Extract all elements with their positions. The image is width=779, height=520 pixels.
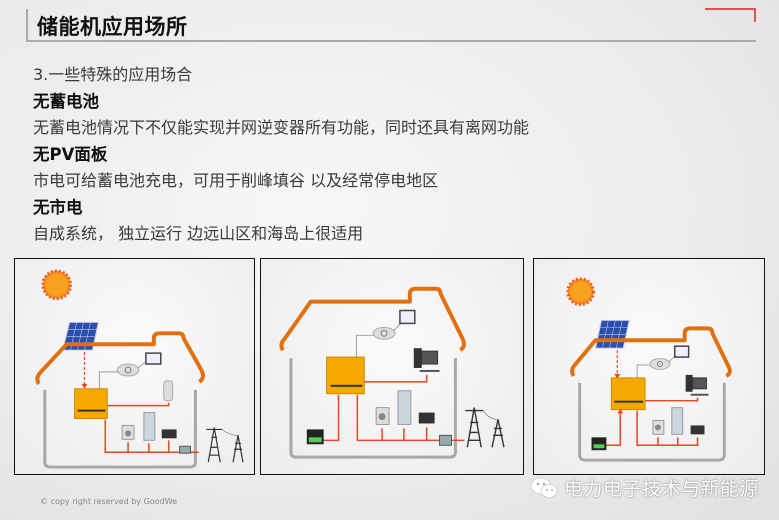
tablet-icon [145,352,162,365]
wechat-icon [530,477,558,498]
ac-wire [364,374,428,383]
house-wall-icon [289,358,457,459]
cloud-monitor-icon [372,326,396,340]
intro-text: 3.一些特殊的应用场合 [33,65,193,84]
roof-icon [35,331,205,385]
content-text: 3.一些特殊的应用场合 无蓄电池 无蓄电池情况下不仅能实现并网逆变器所有功能，同… [33,62,633,248]
diagram-no-grid-graphic [566,277,732,462]
cloud-monitor-icon [116,363,140,377]
section-heading-no-grid: 无市电 [33,197,83,217]
sun-icon [41,269,73,301]
copyright-text: © copy right reserved by GoodWe [40,497,178,506]
tv-icon [690,425,705,435]
tablet-icon [399,309,416,325]
section-heading-no-pv: 无PV面板 [33,144,108,164]
meter-icon [439,434,452,446]
inverter-icon [326,356,365,395]
sun-icon [566,277,596,307]
grid-towers-icon [206,427,244,463]
tv-icon [418,412,435,424]
title-bar: 储能机应用场所 [26,9,756,42]
meter-icon [179,445,191,454]
roof-icon [570,326,732,378]
diagram-no-pv [260,258,524,475]
water-heater-icon [163,380,174,402]
corner-accent [705,8,756,22]
ac-wire [107,402,170,407]
fridge-icon [397,390,412,425]
diagram-no-grid [533,258,765,475]
watermark-text: 电力电子技术与新能源 [564,478,760,500]
page-title: 储能机应用场所 [37,15,188,39]
section-text-no-battery: 无蓄电池情况下不仅能实现并网逆变器所有功能，同时还具有离网功能 [33,118,530,137]
computer-icon [685,374,709,396]
section-heading-no-battery: 无蓄电池 [33,91,99,111]
section-text-no-grid: 自成系统， 独立运行 边远山区和海岛上很适用 [33,224,364,243]
battery-icon [591,437,607,451]
house-wall-icon [578,382,726,462]
fridge-icon [671,407,684,435]
diagram-no-battery-graphic [35,269,244,469]
house-wall-icon [43,389,197,469]
tablet-icon [674,345,690,358]
fridge-icon [143,412,156,441]
section-text-no-pv: 市电可给蓄电池充电，可用于削峰填谷 以及经常停电地区 [33,171,439,190]
pv-panel-icon [594,319,630,349]
inverter-icon [74,388,108,420]
diagram-no-battery [14,258,255,475]
computer-icon [413,348,440,372]
inverter-icon [610,377,646,411]
ac-wire [645,397,699,402]
grid-towers-icon [465,407,505,448]
watermark: 电力电子技术与新能源 [530,474,759,501]
cloud-monitor-icon [649,358,671,370]
roof-icon [279,286,466,352]
diagram-no-pv-graphic [279,286,505,459]
tv-icon [161,429,177,439]
